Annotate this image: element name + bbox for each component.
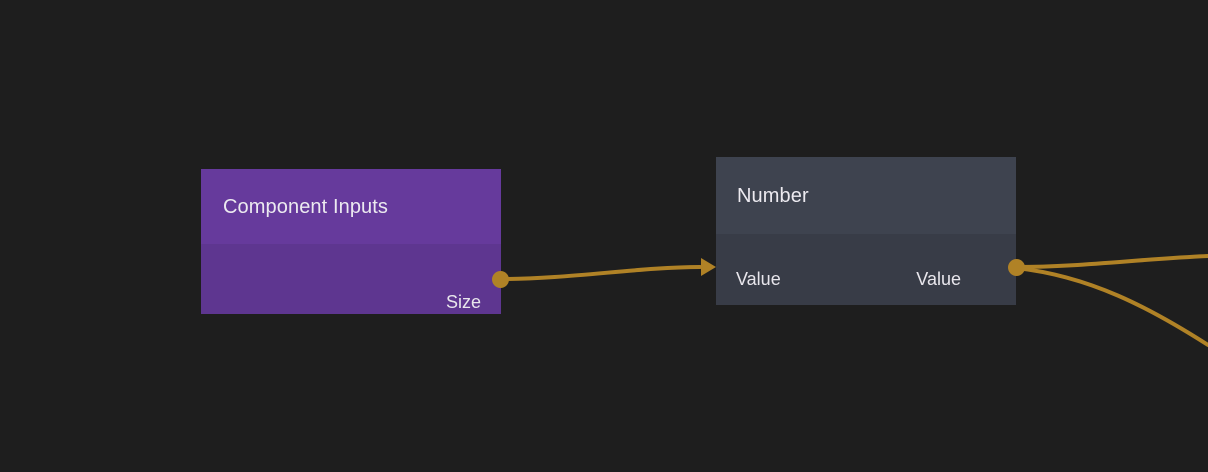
node-title: Component Inputs	[223, 195, 389, 218]
input-port-label: Value	[736, 269, 781, 289]
output-port-label: Value	[916, 269, 961, 289]
output-port-dot-value[interactable]	[1008, 259, 1025, 276]
output-port-row[interactable]: Size	[201, 290, 501, 314]
node-header[interactable]: Component Inputs	[201, 169, 501, 244]
node-header[interactable]: Number	[716, 157, 1016, 234]
node-title: Number	[737, 184, 809, 207]
node-body: Value Value	[716, 234, 1016, 305]
output-port-dot-size[interactable]	[492, 271, 509, 288]
node-component-inputs[interactable]: Component Inputs Size	[201, 169, 501, 314]
edge-value-out-upper	[1014, 254, 1208, 269]
output-port-label: Size	[445, 292, 481, 312]
port-row[interactable]: Value Value	[716, 267, 1016, 291]
edge-value-out-lower	[1014, 266, 1208, 347]
node-number[interactable]: Number Value Value	[716, 157, 1016, 305]
edge-size-to-value	[499, 265, 702, 281]
input-port-arrow-value[interactable]	[701, 258, 716, 276]
node-body: Size	[201, 244, 501, 314]
